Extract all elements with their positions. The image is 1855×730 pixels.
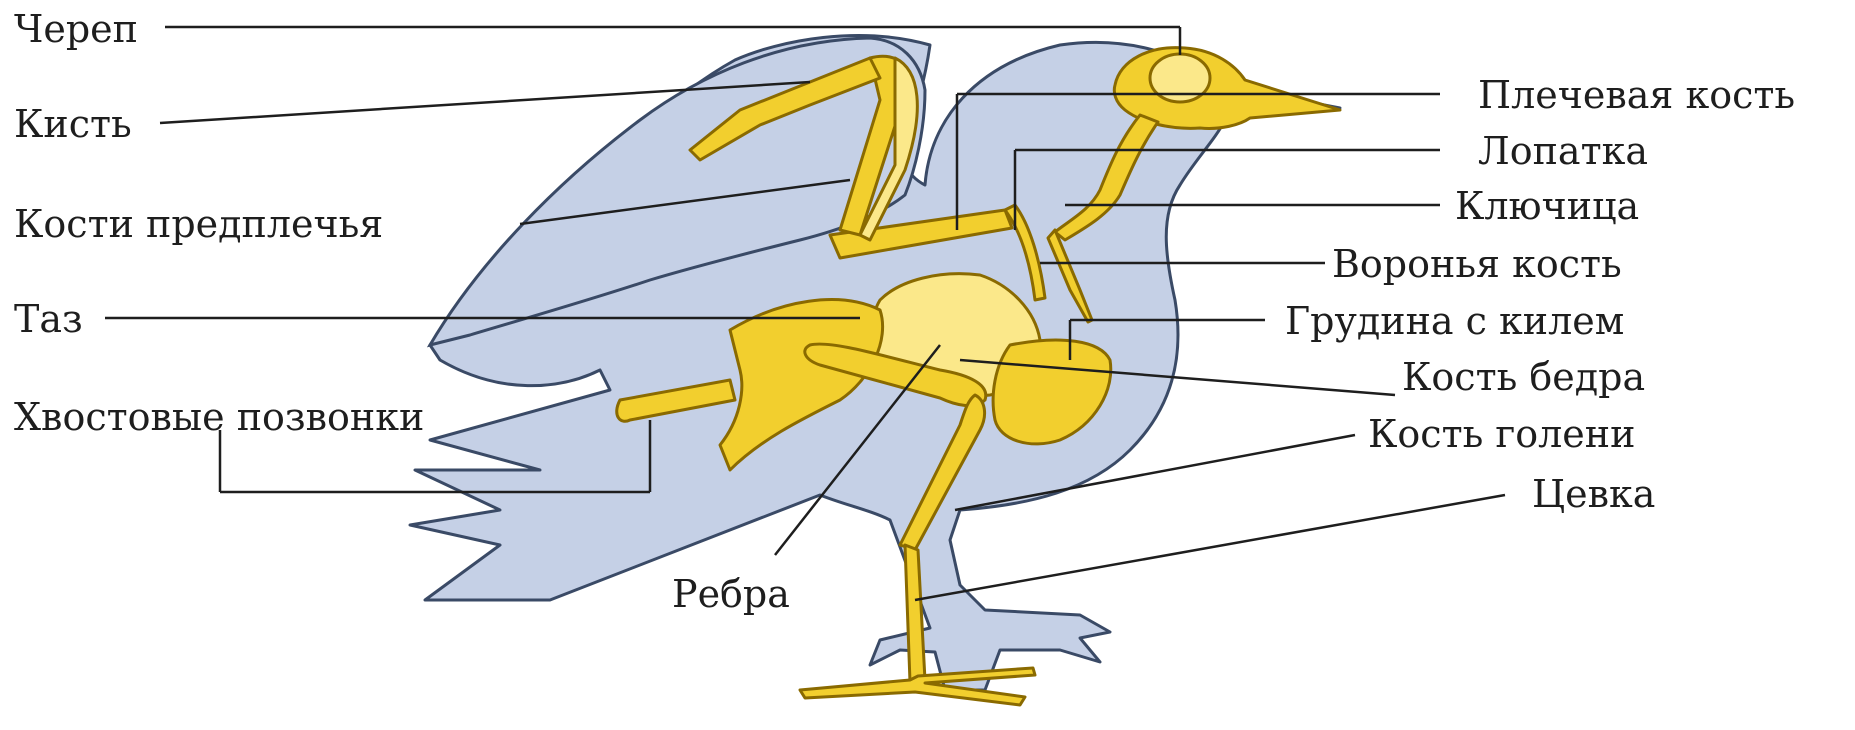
- label-sternum-keel: Грудина с килем: [1285, 302, 1624, 340]
- label-pelvis: Таз: [14, 300, 83, 338]
- label-tarsometatarsus: Цевка: [1532, 475, 1655, 513]
- label-ribs: Ребра: [672, 575, 790, 613]
- label-clavicle: Ключица: [1455, 187, 1639, 225]
- label-skull: Череп: [14, 10, 138, 48]
- label-humerus: Плечевая кость: [1478, 76, 1795, 114]
- label-scapula: Лопатка: [1478, 132, 1648, 170]
- label-shin: Кость голени: [1368, 415, 1635, 453]
- label-hand: Кисть: [14, 105, 132, 143]
- label-coracoid: Воронья кость: [1332, 245, 1622, 283]
- label-tail-vertebrae: Хвостовые позвонки: [14, 398, 424, 436]
- label-forearm: Кости предплечья: [14, 205, 383, 243]
- label-femur: Кость бедра: [1402, 358, 1645, 396]
- leader-tarsometatarsus: [915, 495, 1505, 600]
- skull-bone: [1114, 48, 1340, 129]
